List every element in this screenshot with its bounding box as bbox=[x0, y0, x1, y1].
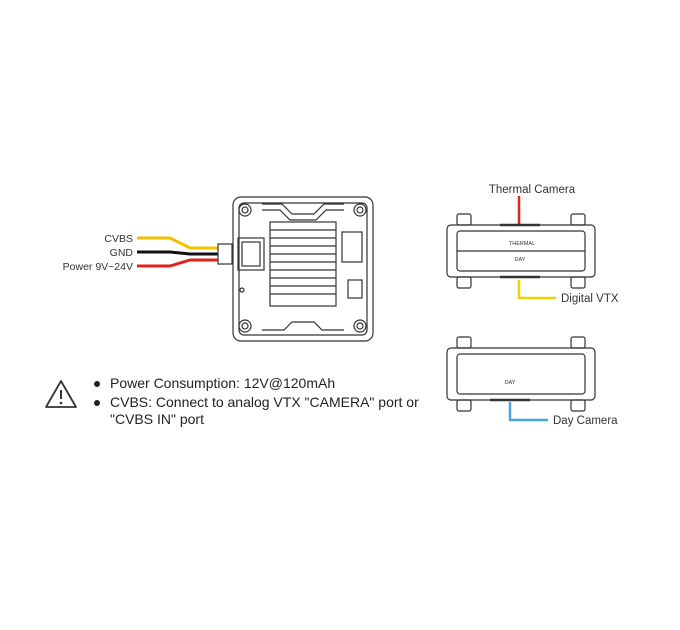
day-wire bbox=[508, 402, 548, 422]
day-module-side-view bbox=[446, 336, 596, 412]
note-item: CVBS: Connect to analog VTX "CAMERA" por… bbox=[92, 394, 424, 428]
wire-harness bbox=[137, 236, 233, 268]
thermal-module-bottom-mark: DAY bbox=[515, 257, 526, 263]
power-label: Power 9V~24V bbox=[63, 261, 133, 273]
note-item: Power Consumption: 12V@120mAh bbox=[92, 375, 424, 392]
thermal-module-side-view bbox=[446, 213, 596, 289]
note-power: Power Consumption: 12V@120mAh bbox=[110, 375, 336, 391]
thermal-module-mark: THERMAL bbox=[509, 241, 535, 247]
thermal-camera-label: Thermal Camera bbox=[489, 184, 576, 196]
note-cvbs: CVBS: Connect to analog VTX "CAMERA" por… bbox=[110, 394, 419, 427]
day-module-mark: DAY bbox=[505, 380, 516, 386]
warning-icon bbox=[45, 380, 77, 408]
note-list: Power Consumption: 12V@120mAh CVBS: Conn… bbox=[92, 375, 424, 430]
bullet-icon bbox=[94, 400, 100, 406]
digital-vtx-label: Digital VTX bbox=[561, 293, 619, 305]
day-camera-label: Day Camera bbox=[553, 415, 618, 427]
cvbs-label: CVBS bbox=[104, 233, 133, 245]
gnd-wire bbox=[137, 250, 220, 256]
camera-board-top-view bbox=[232, 196, 374, 342]
power-wire bbox=[137, 258, 220, 268]
bullet-icon bbox=[94, 381, 100, 387]
vtx-wire bbox=[517, 280, 556, 300]
gnd-label: GND bbox=[110, 247, 134, 259]
wire-connector bbox=[217, 243, 233, 265]
cvbs-wire bbox=[137, 236, 220, 250]
